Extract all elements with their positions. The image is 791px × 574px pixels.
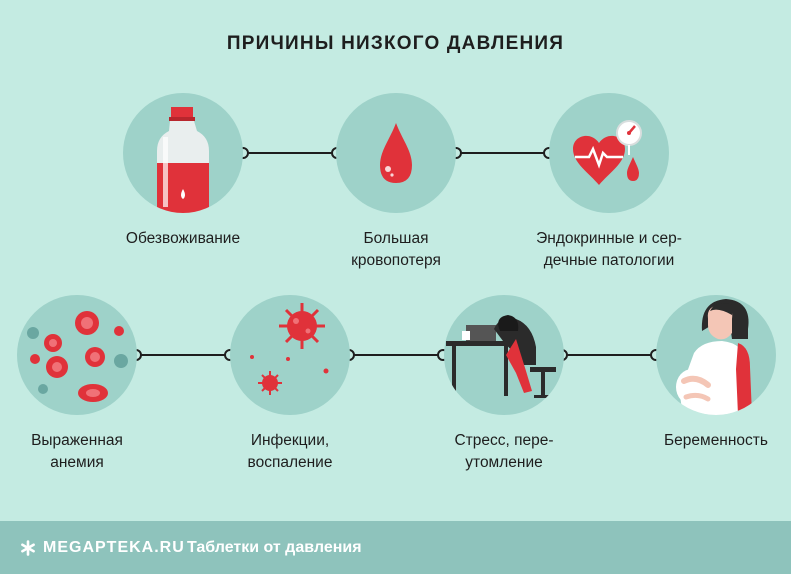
cause-cardiac-circle	[549, 93, 669, 213]
connector-line	[245, 152, 336, 154]
cause-stress-label: Стресс, пере- утомление	[404, 430, 604, 474]
label-line: Инфекции,	[250, 432, 330, 449]
brand-logo-icon	[21, 539, 35, 556]
cause-blood-loss-label: Большая кровопотеря	[296, 228, 496, 272]
label-line: Большая	[363, 230, 429, 247]
brand[interactable]: MEGAPTEKA.RU	[20, 521, 185, 574]
page-title: ПРИЧИНЫ НИЗКОГО ДАВЛЕНИЯ	[226, 33, 565, 54]
cause-anemia-label: Выраженная анемия	[0, 430, 177, 474]
label-line: Обезвоживание	[125, 230, 241, 247]
heart-gauge-icon	[573, 120, 642, 185]
cause-pregnancy-circle	[656, 295, 776, 415]
blood-drop-icon	[380, 123, 412, 183]
pregnant-woman-icon	[676, 299, 752, 415]
connector-line	[137, 354, 230, 356]
label-line: утомление	[465, 454, 543, 471]
cause-dehydration-circle	[123, 93, 243, 213]
tired-person-icon	[446, 315, 556, 398]
connector-line	[458, 152, 549, 154]
blood-cells-icon	[27, 311, 128, 402]
water-bottle-icon	[157, 107, 209, 213]
footer-bar: MEGAPTEKA.RU Таблетки от давления	[0, 521, 791, 574]
virus-icon	[250, 303, 329, 395]
footer-link-pressure-pills[interactable]: Таблетки от давления	[187, 539, 362, 556]
label-line: анемия	[50, 454, 104, 471]
label-line: дечные патологии	[543, 252, 675, 269]
cause-cardiac-label: Эндокринные и сер- дечные патологии	[509, 228, 709, 272]
label-line: Стресс, пере-	[454, 432, 554, 449]
cause-infection-circle	[230, 295, 350, 415]
cause-infection-label: Инфекции, воспаление	[190, 430, 390, 474]
label-line: Выраженная	[31, 432, 123, 449]
cause-anemia-circle	[17, 295, 137, 415]
cause-blood-loss-circle	[336, 93, 456, 213]
cause-stress-circle	[444, 295, 564, 415]
label-line: воспаление	[247, 454, 333, 471]
connector-line	[350, 354, 444, 356]
connector-line	[563, 354, 656, 356]
brand-name: MEGAPTEKA.RU	[43, 538, 185, 556]
label-line: Эндокринные и сер-	[536, 230, 682, 247]
label-line: кровопотеря	[351, 252, 441, 269]
cause-pregnancy-label: Беременность	[616, 430, 791, 452]
label-line: Беременность	[664, 432, 768, 449]
cause-dehydration-label: Обезвоживание	[83, 228, 283, 250]
